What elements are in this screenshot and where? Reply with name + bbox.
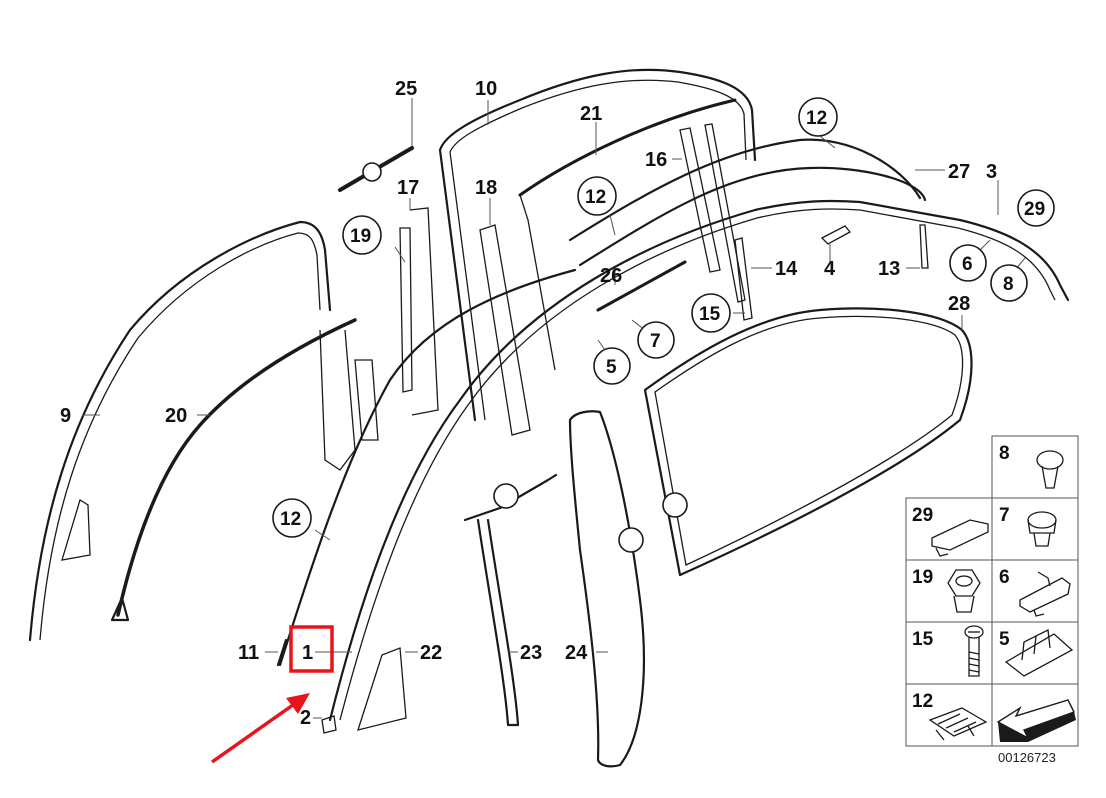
label-10: 10 bbox=[475, 78, 497, 100]
part-16-strip[interactable] bbox=[679, 123, 746, 303]
legend-label-29: 29 bbox=[912, 505, 933, 526]
part-11-tip[interactable] bbox=[276, 638, 288, 667]
label-26: 26 bbox=[600, 265, 622, 287]
part-26-strip[interactable] bbox=[596, 260, 687, 312]
label-19: 19 bbox=[350, 226, 371, 247]
part-2-end-cap[interactable] bbox=[321, 715, 337, 734]
label-7: 7 bbox=[650, 331, 661, 352]
part-25-strip[interactable] bbox=[338, 98, 414, 192]
label-27: 27 bbox=[948, 161, 970, 183]
part-24-door-seal[interactable] bbox=[568, 410, 646, 768]
circle-7 bbox=[637, 321, 675, 359]
slotted-plate-icon bbox=[1004, 629, 1074, 677]
label-14: 14 bbox=[775, 258, 798, 280]
legend-cell-19 bbox=[905, 559, 993, 623]
label-17: 17 bbox=[397, 177, 419, 199]
legend-label-8: 8 bbox=[999, 443, 1010, 464]
rectangular-clip-icon bbox=[931, 519, 989, 557]
bracket-clip-icon bbox=[1019, 571, 1071, 617]
legend-label-15: 15 bbox=[912, 629, 934, 650]
circle-15 bbox=[691, 293, 731, 333]
label-8: 8 bbox=[1003, 274, 1014, 295]
leader-lines bbox=[82, 100, 1026, 719]
label-22: 22 bbox=[420, 642, 442, 664]
part-28-window-seal[interactable] bbox=[643, 307, 973, 577]
label-12-mid: 12 bbox=[585, 187, 606, 208]
circled-labels: 12 12 19 29 6 8 15 7 5 12 bbox=[272, 97, 1055, 538]
label-11: 11 bbox=[238, 642, 259, 664]
label-5: 5 bbox=[606, 357, 617, 378]
label-9: 9 bbox=[60, 405, 71, 427]
grommet-clip-icon bbox=[1027, 511, 1057, 547]
legend-cell-5 bbox=[991, 621, 1079, 685]
part-pillar-bracket[interactable] bbox=[319, 329, 379, 471]
label-24: 24 bbox=[565, 642, 588, 664]
label-1[interactable]: 1 bbox=[302, 642, 313, 664]
label-28: 28 bbox=[948, 293, 970, 315]
legend-label-12: 12 bbox=[912, 691, 933, 712]
legend-label-5: 5 bbox=[999, 629, 1010, 650]
part-13-strip[interactable] bbox=[919, 224, 929, 269]
part-21-channel[interactable] bbox=[518, 98, 737, 371]
highlight-arrow-head bbox=[286, 693, 310, 714]
label-25: 25 bbox=[395, 78, 417, 100]
part-22-triangle-trim[interactable] bbox=[357, 647, 407, 731]
part-4-clip[interactable] bbox=[820, 225, 852, 245]
circle-5 bbox=[593, 347, 631, 385]
circle-12-left bbox=[272, 498, 312, 538]
hex-nut-clip-icon bbox=[947, 569, 981, 613]
diagram-code: 00126723 bbox=[998, 750, 1056, 765]
label-16: 16 bbox=[645, 149, 667, 171]
label-6: 6 bbox=[962, 254, 973, 275]
legend-cell-8 bbox=[991, 435, 1079, 499]
part-14-strip[interactable] bbox=[734, 237, 753, 321]
highlight-arrow-shaft bbox=[210, 698, 302, 764]
legend-label-7: 7 bbox=[999, 505, 1010, 526]
label-12-top: 12 bbox=[806, 108, 827, 129]
fastener-legend-grid: 8 29 7 19 6 bbox=[905, 435, 1079, 765]
bolt-icon bbox=[964, 625, 984, 677]
part-18-trim[interactable] bbox=[479, 224, 531, 436]
label-18: 18 bbox=[475, 177, 497, 199]
label-29: 29 bbox=[1024, 199, 1045, 220]
legend-label-19: 19 bbox=[912, 567, 933, 588]
circle-29 bbox=[1017, 189, 1055, 227]
spring-clip-icon bbox=[928, 707, 988, 741]
circle-8 bbox=[990, 264, 1028, 302]
part-1-long-rail[interactable] bbox=[328, 199, 1070, 722]
circle-6 bbox=[949, 244, 987, 282]
part-20-strip[interactable] bbox=[110, 318, 357, 622]
legend-label-6: 6 bbox=[999, 567, 1010, 588]
plain-labels: 9 20 25 10 21 17 18 16 27 3 26 14 4 13 2… bbox=[60, 78, 997, 729]
circle-19 bbox=[342, 215, 382, 255]
part-12-left-rail[interactable] bbox=[278, 268, 577, 667]
label-2: 2 bbox=[300, 707, 311, 729]
part-17-pillar-trim[interactable] bbox=[399, 207, 439, 416]
part-27-rail[interactable] bbox=[578, 166, 927, 267]
label-15: 15 bbox=[699, 304, 721, 325]
label-4: 4 bbox=[824, 258, 836, 280]
label-21: 21 bbox=[580, 103, 602, 125]
circle-12-top bbox=[798, 97, 838, 137]
highlight-annotation bbox=[210, 625, 334, 764]
label-3: 3 bbox=[986, 161, 997, 183]
expanding-clip-icon bbox=[1036, 450, 1064, 489]
part-10-door-frame-seal[interactable] bbox=[438, 68, 757, 422]
label-12-left: 12 bbox=[280, 509, 301, 530]
legend-cell-12 bbox=[905, 683, 993, 747]
part-23-strip[interactable] bbox=[463, 473, 558, 727]
label-13: 13 bbox=[878, 258, 900, 280]
part-9-window-frame[interactable] bbox=[28, 220, 332, 642]
circle-12-mid bbox=[577, 176, 617, 216]
highlight-box bbox=[289, 625, 334, 673]
label-23: 23 bbox=[520, 642, 542, 664]
label-20: 20 bbox=[165, 405, 187, 427]
direction-arrow-icon bbox=[996, 699, 1076, 742]
legend-cell-7 bbox=[991, 497, 1079, 561]
part-12-upper-rail[interactable] bbox=[568, 138, 922, 242]
